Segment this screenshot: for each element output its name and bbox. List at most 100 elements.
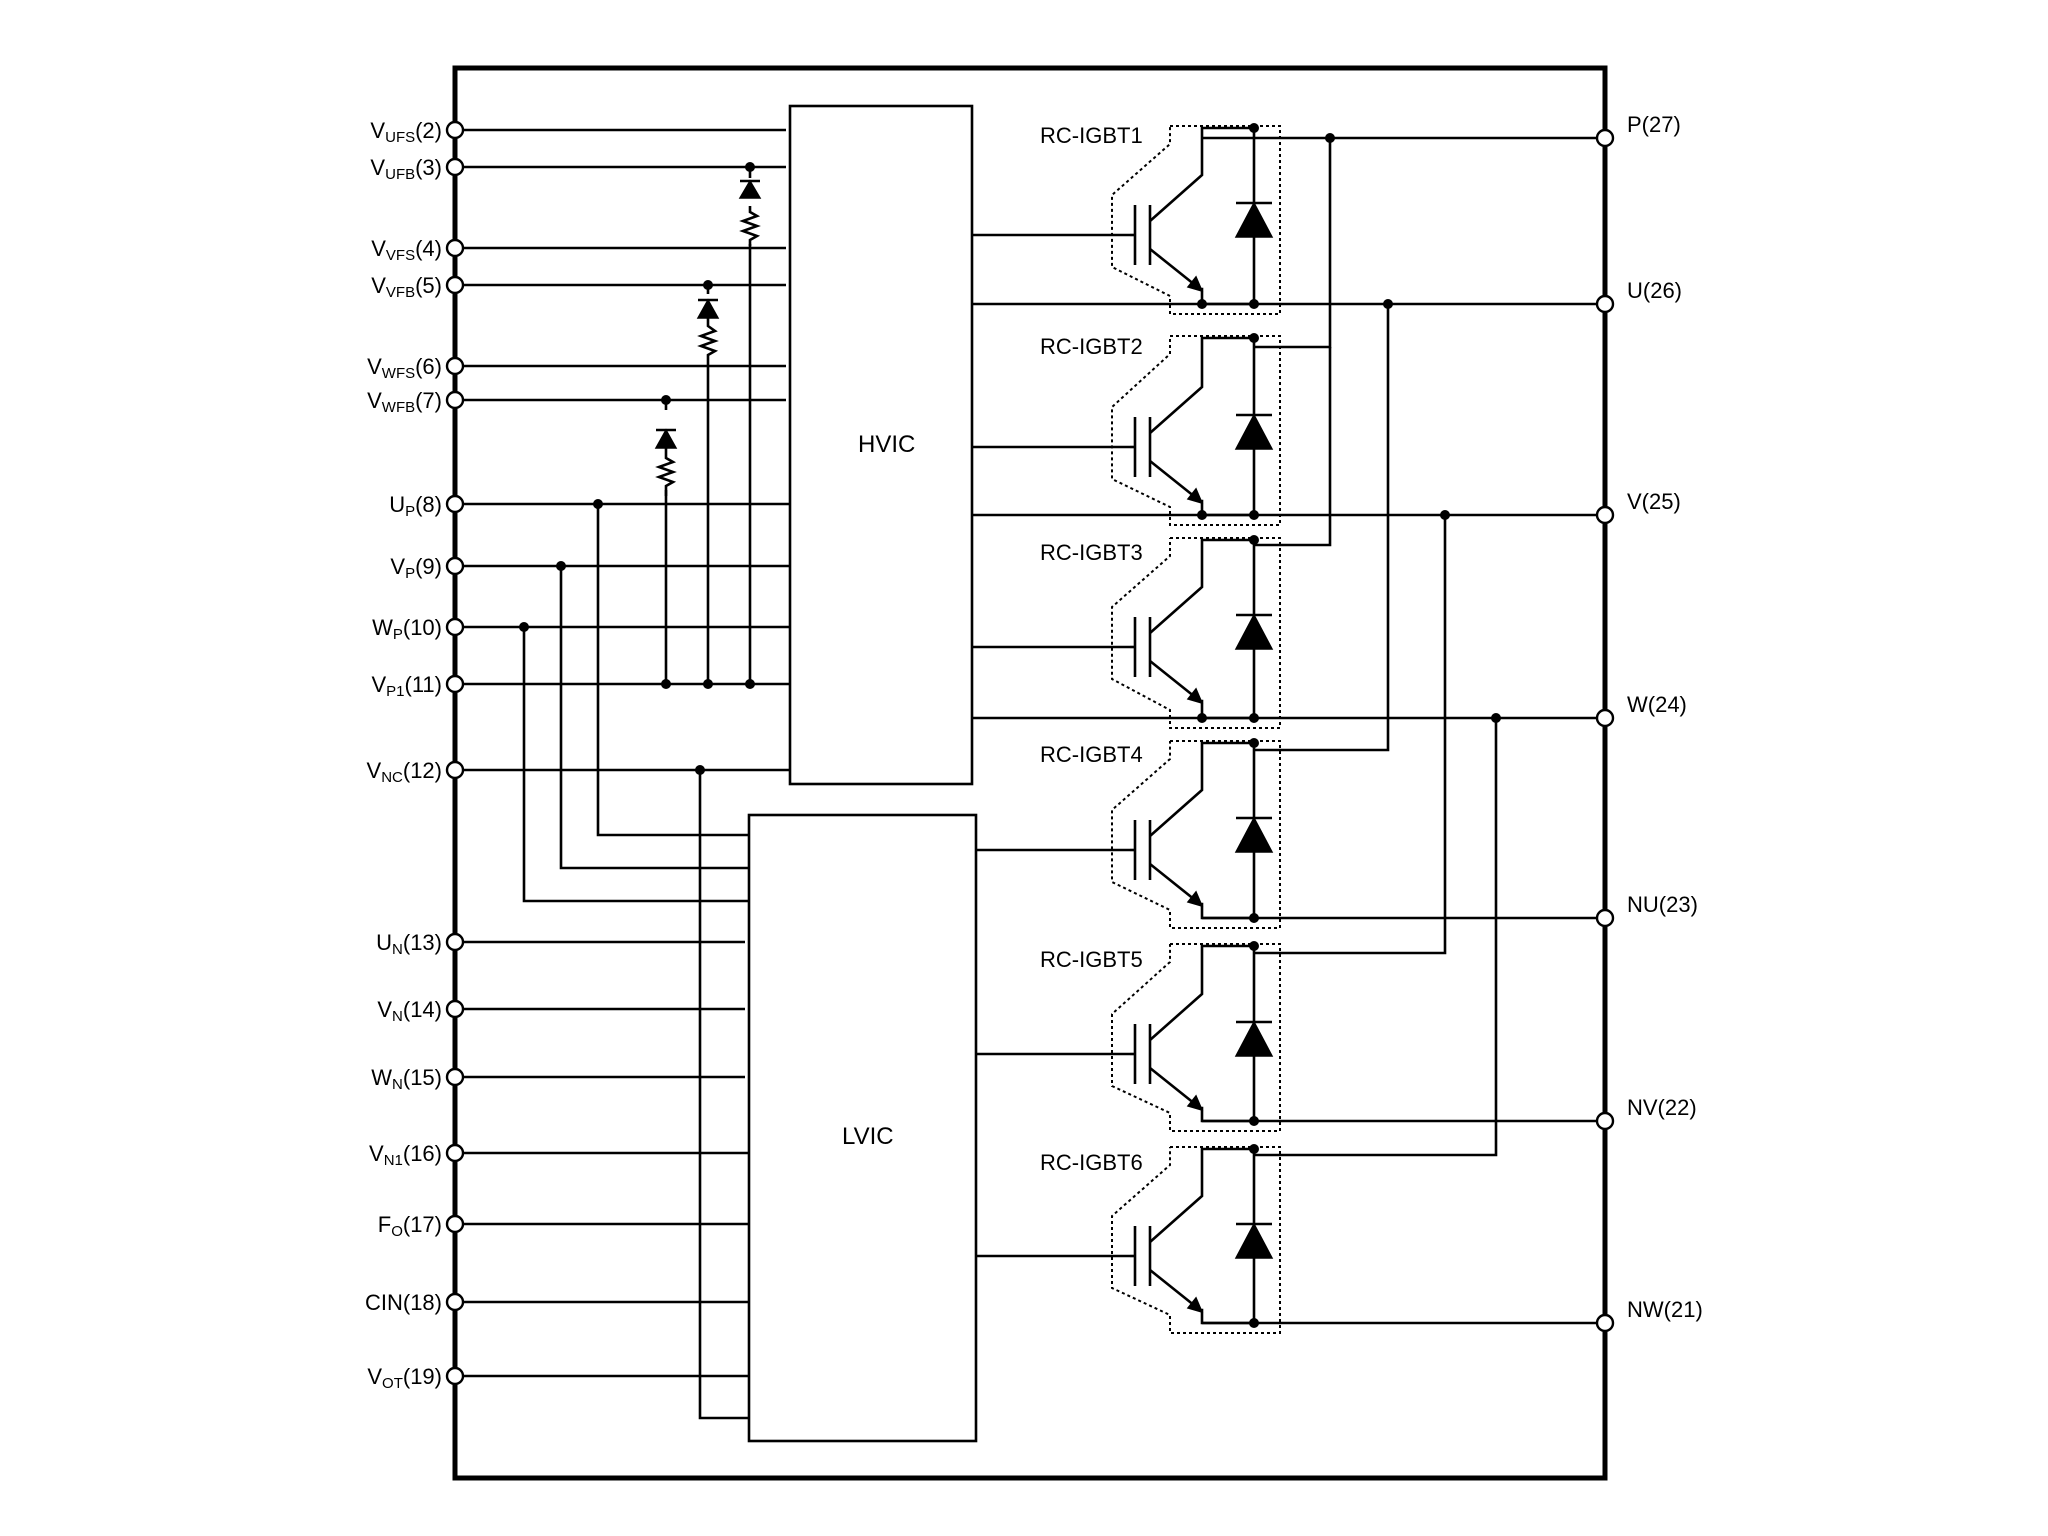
pin-up-terminal bbox=[445, 494, 465, 514]
pin-vvfs-label: VVFS(4) bbox=[371, 236, 442, 264]
igbt-cell-1: RC-IGBT1 bbox=[1040, 123, 1281, 315]
hvic-block bbox=[788, 104, 974, 786]
pin-fo: FO(17) bbox=[378, 1212, 465, 1240]
igbt-2-label: RC-IGBT2 bbox=[1040, 334, 1143, 359]
left-pin-column: VUFS(2) VUFB(3) VVFS(4) VVFB(5) VWFS(6) VWFB(… bbox=[365, 118, 465, 1392]
lvic-label: LVIC bbox=[842, 1123, 894, 1150]
pin-vvfb-label: VVFB(5) bbox=[371, 273, 442, 301]
pin-nw: NW(21) bbox=[1595, 1297, 1703, 1333]
pin-un-label: UN(13) bbox=[376, 930, 442, 958]
pin-vp1-label: VP1(11) bbox=[371, 672, 442, 700]
bootstrap-diode-3-icon bbox=[654, 410, 678, 496]
pin-up-label: UP(8) bbox=[389, 492, 442, 520]
pin-vnc-label: VNC(12) bbox=[367, 758, 442, 786]
pin-vwfb: VWFB(7) bbox=[367, 388, 465, 416]
pin-nv: NV(22) bbox=[1595, 1095, 1697, 1131]
pin-wn: WN(15) bbox=[371, 1065, 465, 1093]
pin-vn-terminal bbox=[445, 999, 465, 1019]
pin-vufs-terminal bbox=[445, 120, 465, 140]
pin-fo-label: FO(17) bbox=[378, 1212, 442, 1240]
pin-wn-terminal bbox=[445, 1067, 465, 1087]
pin-p-label: P(27) bbox=[1627, 112, 1681, 137]
pin-vufb-terminal bbox=[445, 157, 465, 177]
igbt-cell-2: RC-IGBT2 bbox=[1040, 333, 1281, 526]
pin-vvfb: VVFB(5) bbox=[371, 273, 465, 301]
pin-vufb: VUFB(3) bbox=[370, 155, 465, 183]
pin-vufb-label: VUFB(3) bbox=[370, 155, 442, 183]
pin-vn: VN(14) bbox=[377, 997, 465, 1025]
igbt-3-label: RC-IGBT3 bbox=[1040, 540, 1143, 565]
igbt-cell-5: RC-IGBT5 bbox=[1040, 941, 1281, 1132]
pin-u-label: U(26) bbox=[1627, 278, 1682, 303]
right-pin-column: P(27) U(26) V(25) W(24) NU(23) NV(22) NW(21) bbox=[1595, 112, 1703, 1333]
pin-vp: VP(9) bbox=[390, 554, 465, 582]
pin-wn-label: WN(15) bbox=[371, 1065, 442, 1093]
pin-vp-terminal bbox=[445, 556, 465, 576]
pin-wp-terminal bbox=[445, 617, 465, 637]
igbt-cell-6: RC-IGBT6 bbox=[1040, 1144, 1281, 1334]
pin-un: UN(13) bbox=[376, 930, 465, 958]
pin-vp1: VP1(11) bbox=[371, 672, 465, 700]
pin-cin-terminal bbox=[445, 1292, 465, 1312]
pin-p: P(27) bbox=[1595, 112, 1681, 148]
power-wiring bbox=[972, 136, 1605, 1325]
igbt-4-label: RC-IGBT4 bbox=[1040, 742, 1143, 767]
pin-nv-terminal bbox=[1595, 1111, 1615, 1131]
pin-v: V(25) bbox=[1595, 489, 1681, 525]
freewheel-diode-5-icon bbox=[1234, 1020, 1274, 1057]
pin-vwfb-label: VWFB(7) bbox=[367, 388, 442, 416]
pin-vvfs: VVFS(4) bbox=[371, 236, 465, 264]
pin-u-terminal bbox=[1595, 294, 1615, 314]
pin-vwfb-terminal bbox=[445, 390, 465, 410]
pin-vot: VOT(19) bbox=[367, 1364, 465, 1392]
pin-w-terminal bbox=[1595, 708, 1615, 728]
pin-cin: CIN(18) bbox=[365, 1290, 465, 1315]
pin-vn1-label: VN1(16) bbox=[369, 1141, 442, 1169]
package-outline bbox=[452, 65, 1608, 1481]
junction-dots bbox=[519, 133, 1501, 775]
gate-wiring bbox=[972, 233, 1130, 1258]
pin-vwfs: VWFS(6) bbox=[367, 354, 465, 382]
igbt-cell-4: RC-IGBT4 bbox=[1040, 738, 1281, 929]
pin-vot-label: VOT(19) bbox=[367, 1364, 442, 1392]
pin-un-terminal bbox=[445, 932, 465, 952]
freewheel-diode-4-icon bbox=[1234, 816, 1274, 853]
pin-wp-label: WP(10) bbox=[372, 615, 442, 643]
freewheel-diode-1-icon bbox=[1234, 201, 1274, 238]
pin-vot-terminal bbox=[445, 1366, 465, 1386]
lvic-block bbox=[747, 813, 978, 1443]
freewheel-diode-2-icon bbox=[1234, 413, 1274, 450]
pin-vn1-terminal bbox=[445, 1143, 465, 1163]
pin-nu-terminal bbox=[1595, 908, 1615, 928]
pin-nu: NU(23) bbox=[1595, 892, 1698, 928]
pin-vvfb-terminal bbox=[445, 275, 465, 295]
pin-vn-label: VN(14) bbox=[377, 997, 442, 1025]
pin-fo-terminal bbox=[445, 1214, 465, 1234]
pin-vwfs-label: VWFS(6) bbox=[367, 354, 442, 382]
pin-u: U(26) bbox=[1595, 278, 1682, 314]
pin-w: W(24) bbox=[1595, 692, 1687, 728]
hvic-label: HVIC bbox=[858, 431, 915, 458]
pin-vnc: VNC(12) bbox=[367, 758, 465, 786]
freewheel-diode-3-icon bbox=[1234, 613, 1274, 650]
pin-vn1: VN1(16) bbox=[369, 1141, 465, 1169]
bootstrap-resistor-1-icon bbox=[739, 206, 761, 246]
pin-nw-label: NW(21) bbox=[1627, 1297, 1703, 1322]
pin-up: UP(8) bbox=[389, 492, 465, 520]
pin-vwfs-terminal bbox=[445, 356, 465, 376]
pin-nw-terminal bbox=[1595, 1313, 1615, 1333]
igbt-cells: RC-IGBT1RC-IGBT2RC-IGBT3RC-IGBT4RC-IGBT5… bbox=[1040, 123, 1281, 1334]
pin-vufs-label: VUFS(2) bbox=[370, 118, 442, 146]
pin-v-label: V(25) bbox=[1627, 489, 1681, 514]
left-wiring bbox=[455, 128, 790, 1420]
pin-vp-label: VP(9) bbox=[390, 554, 442, 582]
igbt-1-label: RC-IGBT1 bbox=[1040, 123, 1143, 148]
igbt-cell-3: RC-IGBT3 bbox=[1040, 535, 1281, 729]
pin-vufs: VUFS(2) bbox=[370, 118, 465, 146]
pin-nu-label: NU(23) bbox=[1627, 892, 1698, 917]
igbt-6-label: RC-IGBT6 bbox=[1040, 1150, 1143, 1175]
freewheel-diode-6-icon bbox=[1234, 1222, 1274, 1259]
pin-nv-label: NV(22) bbox=[1627, 1095, 1697, 1120]
pin-w-label: W(24) bbox=[1627, 692, 1687, 717]
